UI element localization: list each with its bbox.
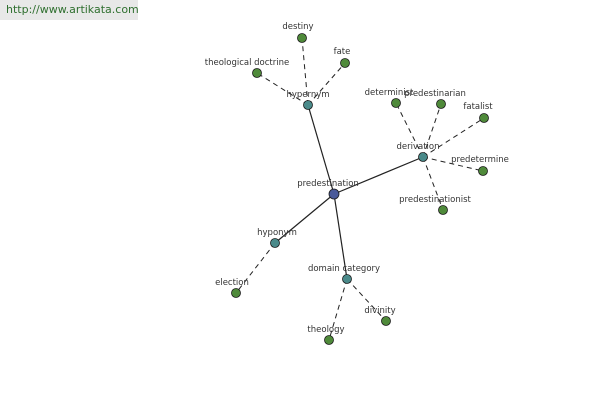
label-theology: theology: [307, 325, 344, 335]
label-hyponym: hyponym: [257, 228, 297, 238]
edge-derivation-fatalist: [422, 117, 485, 158]
label-fatalist: fatalist: [463, 102, 493, 112]
label-destiny: destiny: [282, 22, 313, 32]
edge-predestination-derivation: [333, 156, 424, 195]
edge-derivation-predestinationist: [422, 156, 444, 211]
node-predetermine[interactable]: [478, 166, 488, 176]
edge-hypernym-fate: [307, 62, 346, 106]
label-determinist: determinist: [365, 88, 414, 98]
label-theological-doctrine: theological doctrine: [205, 58, 290, 68]
watermark-url[interactable]: http://www.artikata.com: [6, 3, 139, 16]
node-election[interactable]: [231, 288, 241, 298]
label-predetermine: predetermine: [451, 155, 509, 165]
watermark-banner: http://www.artikata.com: [0, 0, 139, 20]
edge-derivation-predestinarian: [422, 103, 442, 158]
node-hypernym[interactable]: [303, 100, 313, 110]
node-divinity[interactable]: [381, 316, 391, 326]
node-derivation[interactable]: [418, 152, 428, 162]
node-predestinarian[interactable]: [436, 99, 446, 109]
label-divinity: divinity: [364, 306, 395, 316]
edge-derivation-determinist: [395, 102, 424, 158]
edge-derivation-predetermine: [422, 156, 484, 172]
edge-predestination-domain-category: [333, 193, 348, 280]
edge-domain-category-theology: [328, 278, 348, 341]
edge-hypernym-theological-doctrine: [256, 72, 309, 106]
node-fate[interactable]: [340, 58, 350, 68]
label-fate: fate: [334, 47, 351, 57]
node-determinist[interactable]: [391, 98, 401, 108]
label-predestinarian: predestinarian: [404, 89, 466, 99]
label-predestinationist: predestinationist: [399, 195, 471, 205]
label-predestination: predestination: [297, 179, 359, 189]
edge-domain-category-divinity: [346, 278, 387, 322]
edge-hyponym-election: [235, 242, 276, 294]
node-theological-doctrine[interactable]: [252, 68, 262, 78]
label-derivation: derivation: [396, 142, 439, 152]
node-predestination[interactable]: [328, 188, 340, 200]
node-fatalist[interactable]: [479, 113, 489, 123]
edge-predestination-hyponym: [274, 193, 335, 244]
node-theology[interactable]: [324, 335, 334, 345]
edge-hypernym-destiny: [301, 37, 309, 106]
label-hypernym: hypernym: [286, 90, 329, 100]
node-predestinationist[interactable]: [438, 205, 448, 215]
node-hyponym[interactable]: [270, 238, 280, 248]
edge-predestination-hypernym: [307, 104, 335, 195]
node-domain-category[interactable]: [342, 274, 352, 284]
label-election: election: [215, 278, 249, 288]
node-destiny[interactable]: [297, 33, 307, 43]
label-domain-category: domain category: [308, 264, 380, 274]
